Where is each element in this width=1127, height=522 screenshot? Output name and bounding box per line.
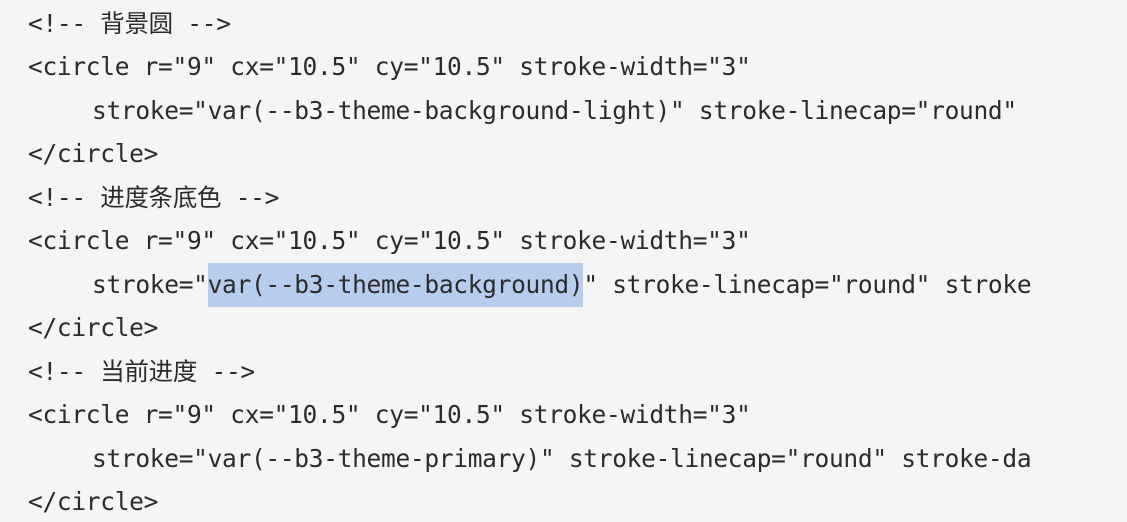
code-line-circle-open: <circle r="9" cx="10.5" cy="10.5" stroke… [28,52,751,81]
code-content[interactable]: <!-- 背景圆 --> <circle r="9" cx="10.5" cy=… [28,0,1127,522]
code-line-circle-open: <circle r="9" cx="10.5" cy="10.5" stroke… [28,400,751,429]
code-line-comment-progress-base: <!-- 进度条底色 --> [28,183,280,212]
code-line-circle-open: <circle r="9" cx="10.5" cy="10.5" stroke… [28,226,751,255]
code-line-circle-close: </circle> [28,313,159,342]
text-after-selection: " stroke-linecap="round" stroke [583,270,1032,299]
text-before-selection: stroke=" [92,270,208,299]
code-line-circle-close: </circle> [28,139,159,168]
code-line-stroke-attr: stroke="var(--b3-theme-background-light)… [92,96,1017,125]
code-line-stroke-attr: stroke="var(--b3-theme-primary)" stroke-… [92,444,1032,473]
code-line-circle-close: </circle> [28,487,159,516]
code-line-stroke-attr-selected: stroke="var(--b3-theme-background)" stro… [92,263,1032,307]
text-selection[interactable]: var(--b3-theme-background) [207,263,584,307]
code-line-comment-bg-circle: <!-- 背景圆 --> [28,9,231,38]
code-line-comment-current-progress: <!-- 当前进度 --> [28,357,255,386]
